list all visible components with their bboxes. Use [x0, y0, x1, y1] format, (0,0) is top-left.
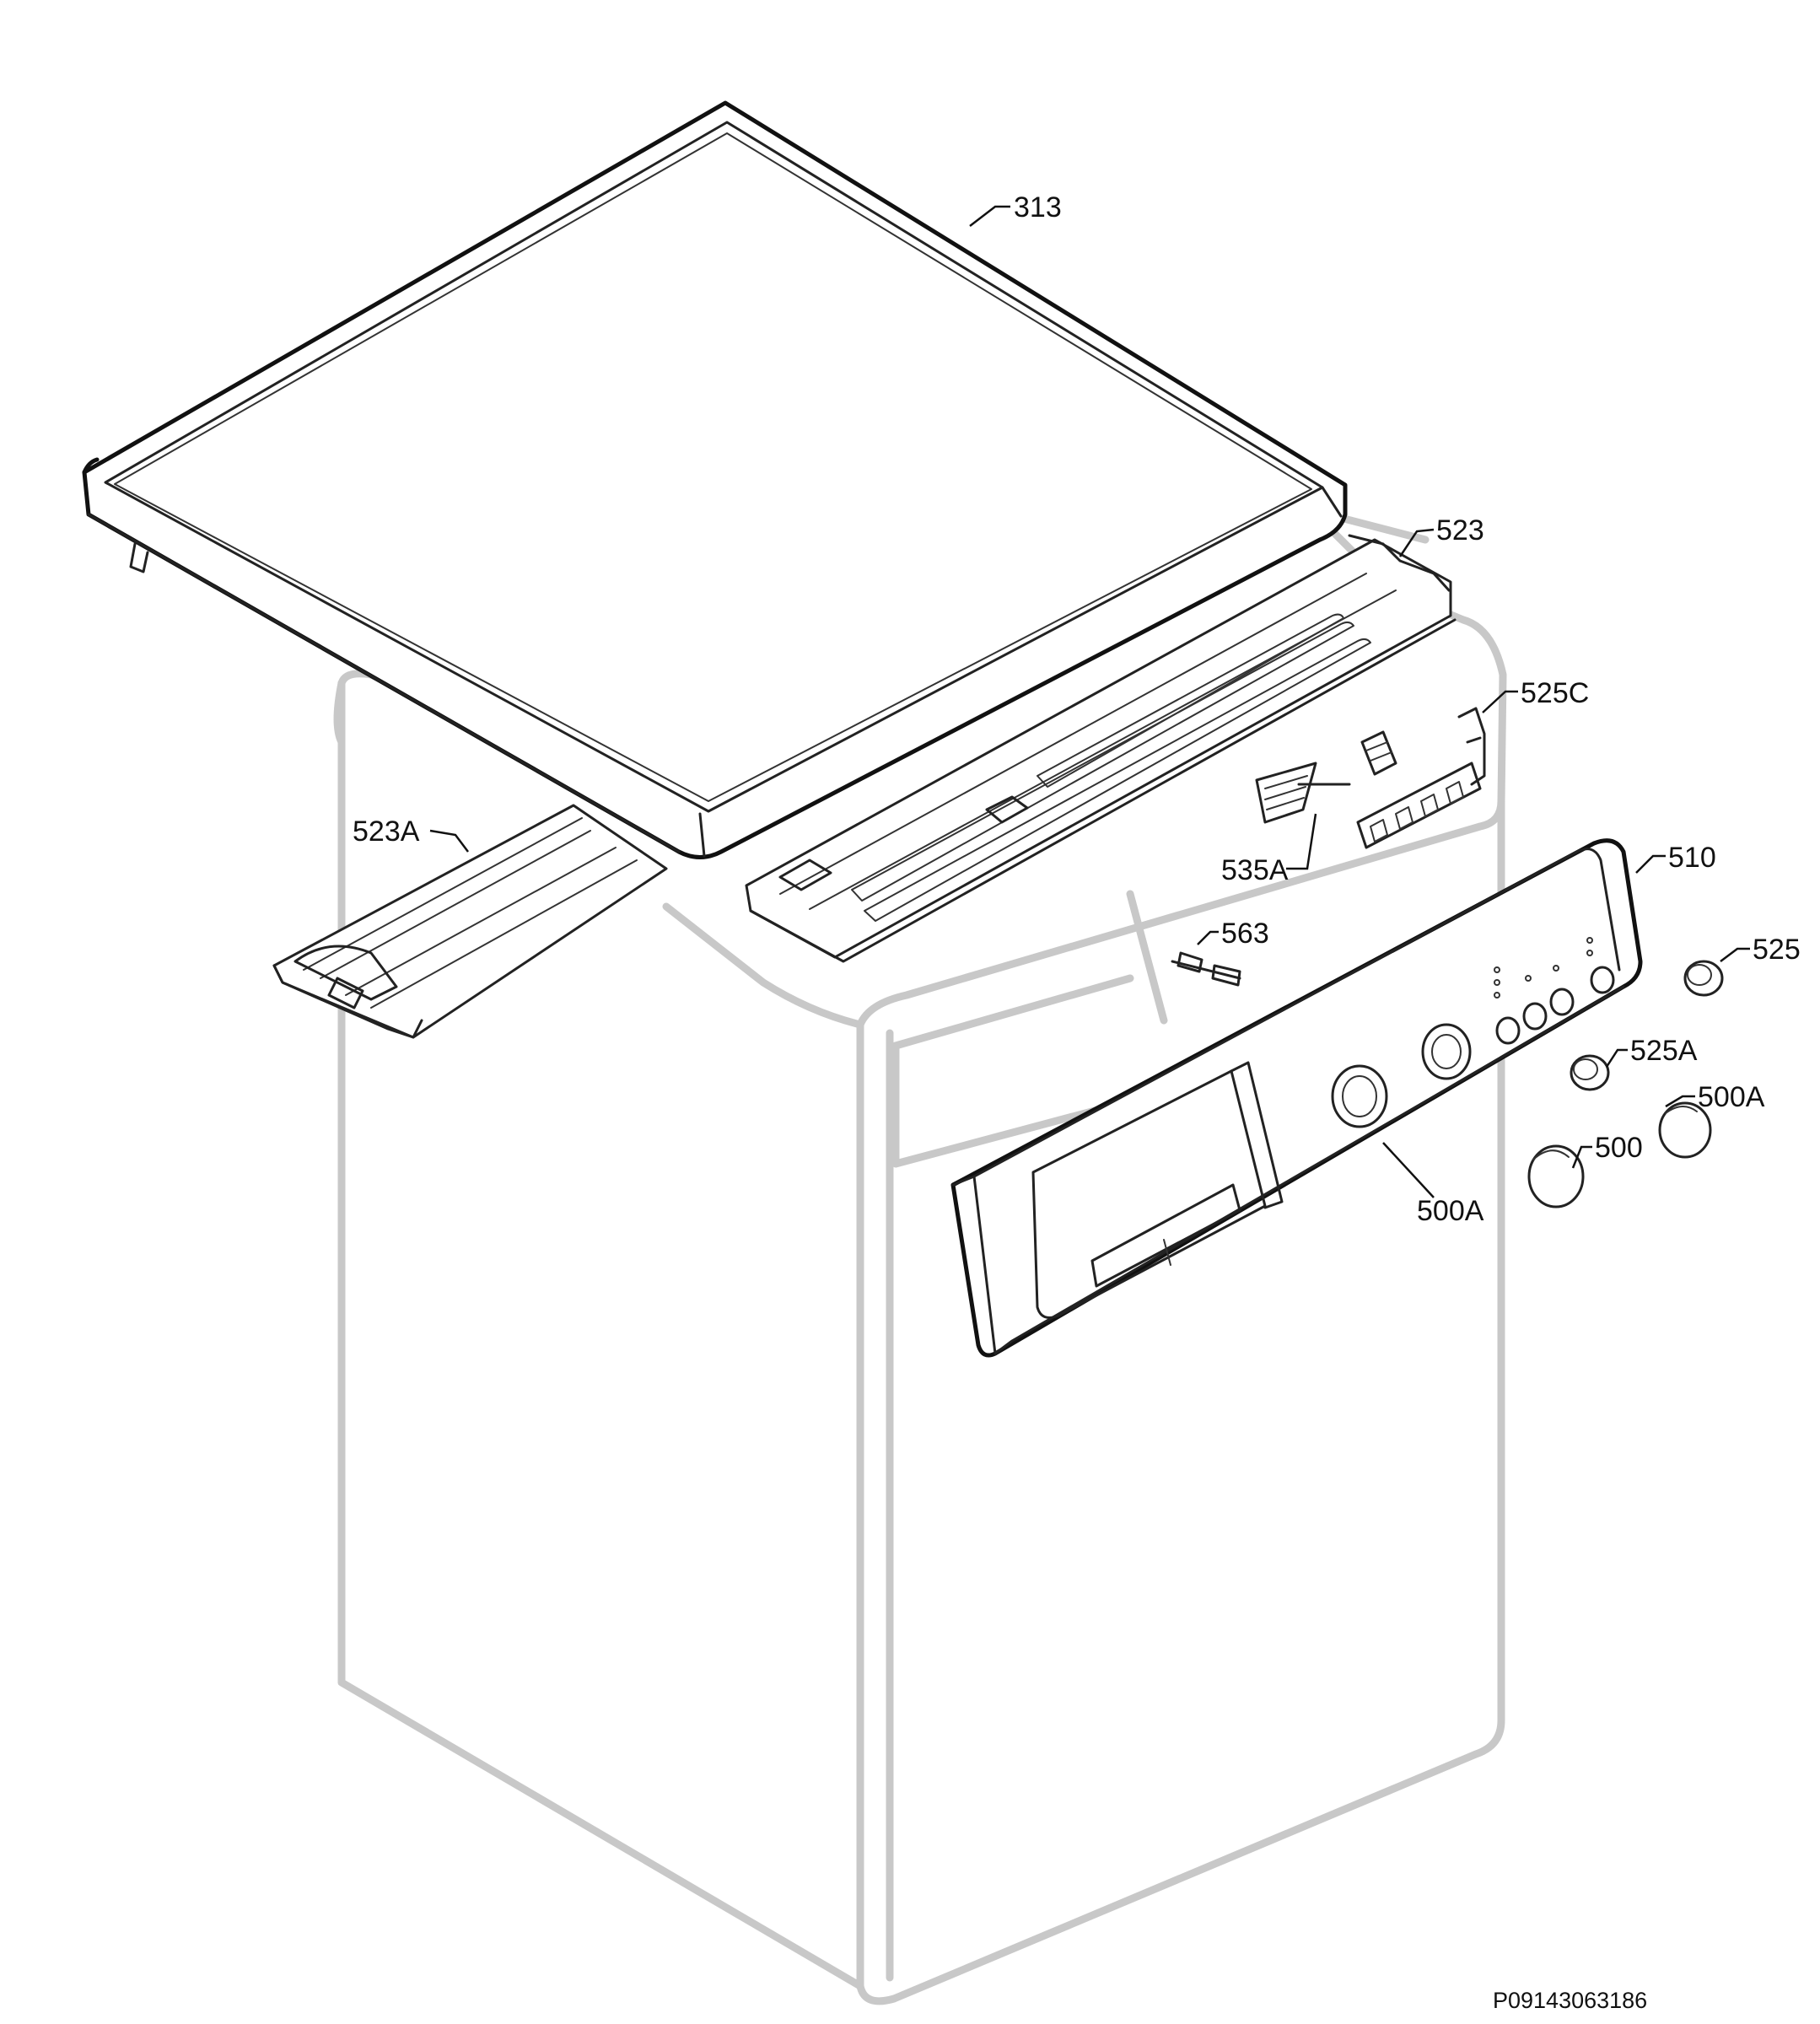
left-rail — [272, 804, 668, 1039]
knob-500a — [1658, 1101, 1712, 1159]
label-523a: 523A — [353, 816, 420, 848]
label-510: 510 — [1668, 842, 1716, 874]
knob-525 — [1683, 960, 1724, 997]
label-563: 563 — [1221, 918, 1269, 950]
control-panel — [950, 838, 1643, 1358]
top-lid — [82, 100, 1348, 859]
label-525: 525 — [1753, 934, 1801, 966]
control-electronics — [1255, 707, 1486, 849]
label-525c: 525C — [1521, 677, 1589, 709]
label-535a: 535A — [1221, 854, 1289, 886]
knobs — [1527, 960, 1724, 1208]
label-500a-panel: 500A — [1417, 1195, 1484, 1227]
knob-500 — [1527, 1144, 1585, 1208]
label-313: 313 — [1014, 191, 1062, 223]
knob-525a — [1570, 1054, 1610, 1091]
label-523: 523 — [1436, 514, 1484, 546]
hose-connector — [1171, 951, 1241, 987]
document-number: P09143063186 — [1493, 1988, 1647, 2013]
leader-lines — [429, 205, 1750, 1198]
label-500: 500 — [1595, 1132, 1643, 1164]
label-500a-right: 500A — [1698, 1081, 1765, 1113]
part-labels: 313 523 525C 523A 535A 510 563 525 525A … — [353, 191, 1801, 1227]
label-525a: 525A — [1630, 1035, 1698, 1067]
rear-rail — [745, 534, 1457, 963]
